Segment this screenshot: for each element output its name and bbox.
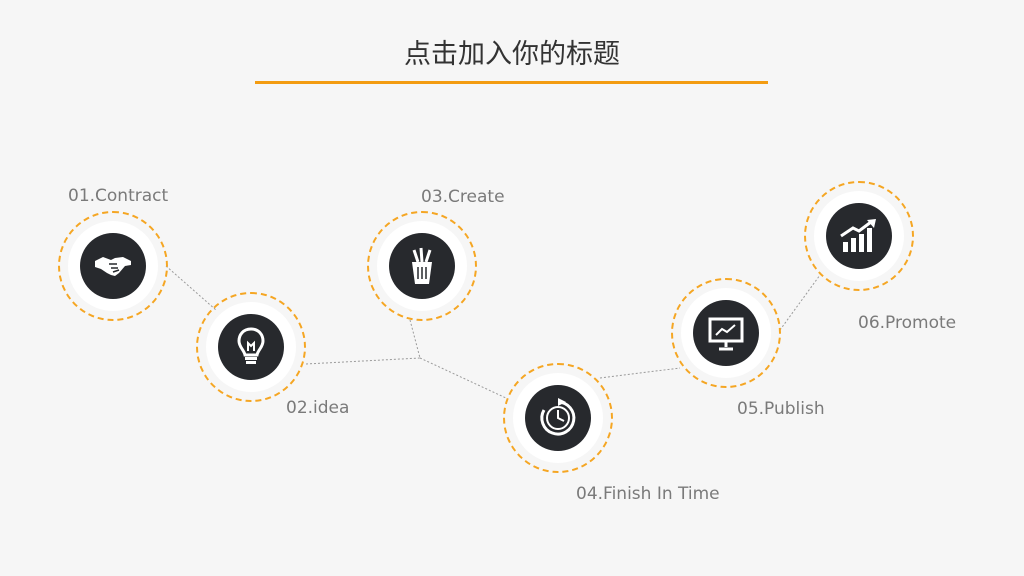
step-6-node <box>804 181 914 291</box>
growth-chart-icon <box>826 203 892 269</box>
connector-1-2 <box>165 265 217 311</box>
dashed-ring <box>671 278 781 388</box>
dashed-ring <box>503 363 613 473</box>
step-3-label: 03.Create <box>421 187 505 207</box>
step-5-node <box>671 278 781 388</box>
dashed-ring <box>804 181 914 291</box>
connector-junction-4 <box>419 357 507 399</box>
connector-5-6 <box>779 274 821 331</box>
step-6-label: 06.Promote <box>858 313 957 333</box>
pencil-cup-icon <box>389 233 455 299</box>
handshake-icon <box>80 233 146 299</box>
lightbulb-icon <box>218 314 284 380</box>
connector-3-junction <box>409 319 421 359</box>
page-title: 点击加入你的标题 <box>404 39 620 70</box>
connector-2-junction <box>305 357 421 365</box>
title-underline <box>255 81 768 84</box>
step-3-node <box>367 211 477 321</box>
presentation-board-icon <box>693 300 759 366</box>
dashed-ring <box>196 292 306 402</box>
step-2-node <box>196 292 306 402</box>
step-1-label: 01.Contract <box>68 186 169 206</box>
connector-4-5 <box>599 367 681 379</box>
step-1-node <box>58 211 168 321</box>
step-4-node <box>503 363 613 473</box>
step-4-label: 04.Finish In Time <box>576 484 720 504</box>
step-2-label: 02.idea <box>286 398 350 418</box>
clock-refresh-icon <box>525 385 591 451</box>
step-5-label: 05.Publish <box>737 399 825 419</box>
dashed-ring <box>367 211 477 321</box>
dashed-ring <box>58 211 168 321</box>
